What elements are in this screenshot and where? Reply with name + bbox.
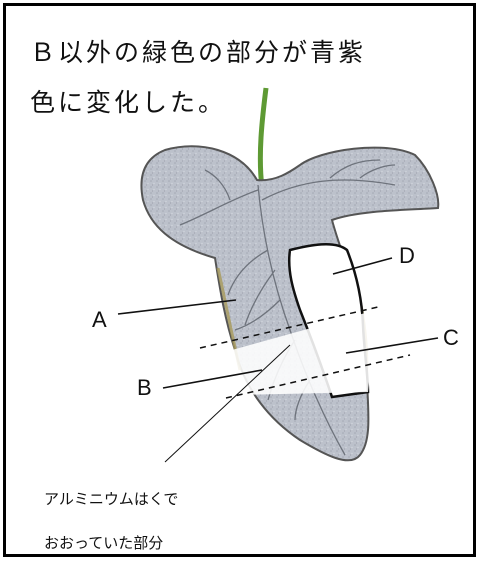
result-text-line-2: 色に変化した。 bbox=[30, 88, 227, 117]
foil-caption-line-2: おおっていた部分 bbox=[44, 534, 164, 552]
leader-d bbox=[332, 257, 393, 275]
result-text-line-1: Ｂ以外の緑色の部分が青紫 bbox=[30, 38, 367, 67]
leader-caption bbox=[164, 344, 291, 463]
region-band bbox=[229, 310, 376, 395]
leaf-stem bbox=[257, 87, 269, 189]
label-c: C bbox=[443, 325, 459, 350]
leader-a bbox=[117, 299, 237, 315]
label-b: B bbox=[137, 375, 152, 400]
label-a: A bbox=[92, 307, 107, 332]
leaf-blade bbox=[140, 145, 440, 462]
result-text: Ｂ以外の緑色の部分が青紫 色に変化した。 bbox=[30, 28, 460, 128]
foil-boundary-upper bbox=[199, 306, 379, 349]
foil-caption-line-1: アルミニウムはくで bbox=[44, 490, 179, 508]
label-d: D bbox=[399, 243, 415, 268]
leader-c bbox=[345, 337, 439, 354]
leader-b bbox=[162, 369, 263, 389]
foil-boundary-lower bbox=[225, 354, 411, 399]
